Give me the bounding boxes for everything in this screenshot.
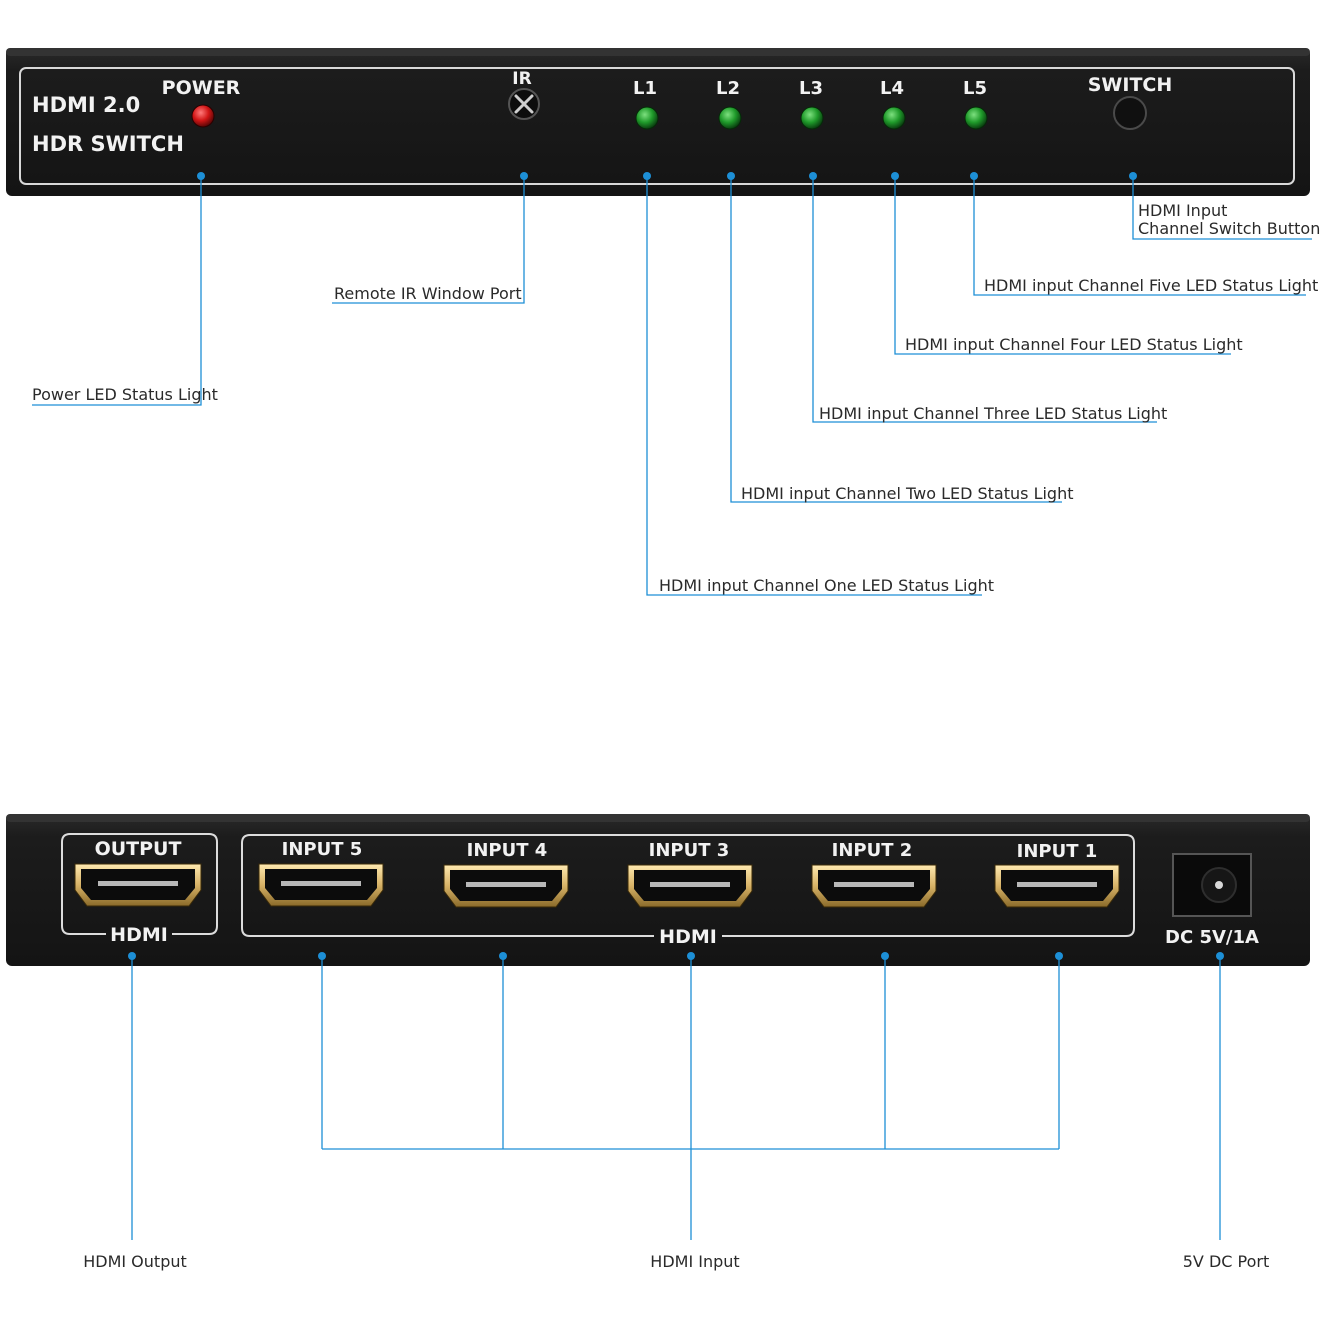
model-line1: HDMI 2.0	[32, 93, 140, 117]
callout-switch-line1: HDMI Input	[1138, 201, 1227, 220]
callout-switch-line2: Channel Switch Button	[1138, 219, 1320, 238]
switch-label: SWITCH	[1088, 74, 1173, 96]
front-panel-body	[6, 48, 1310, 196]
channel-led-l2	[718, 106, 742, 130]
output-hdmi-label: HDMI	[110, 924, 168, 946]
hdmi-input3-port[interactable]	[627, 864, 753, 908]
led-label-l3: L3	[799, 78, 823, 99]
led-label-l2: L2	[716, 78, 740, 99]
output-label: OUTPUT	[95, 838, 182, 860]
inputs-hdmi-label: HDMI	[659, 926, 717, 948]
channel-led-l5	[964, 106, 988, 130]
input5-label: INPUT 5	[282, 839, 363, 860]
hdmi-input2-port[interactable]	[811, 864, 937, 908]
channel-led-l3	[800, 106, 824, 130]
hdmi-output-port[interactable]	[74, 863, 202, 907]
input4-label: INPUT 4	[467, 840, 548, 861]
front-panel: HDMI 2.0 HDR SWITCH POWER IR L1 L2 L3 L4…	[6, 48, 1310, 196]
front-callout-leaders	[32, 172, 1312, 596]
power-label: POWER	[162, 77, 241, 99]
callout-channel-one: HDMI input Channel One LED Status Light	[659, 576, 994, 595]
front-panel-top-edge	[6, 48, 1310, 56]
output-frame	[61, 833, 218, 935]
rear-callout-leaders	[128, 952, 1224, 1240]
callout-dc-port: 5V DC Port	[1183, 1252, 1270, 1271]
inputs-frame	[241, 834, 1135, 937]
channel-led-l4	[882, 106, 906, 130]
led-label-l5: L5	[963, 78, 987, 99]
rear-panel: OUTPUT HDMI INPUT 5 INPUT 4 INPUT 3 INPU…	[6, 814, 1310, 966]
callout-ir-window: Remote IR Window Port	[334, 284, 522, 303]
callout-channel-two: HDMI input Channel Two LED Status Light	[741, 484, 1074, 503]
input1-label: INPUT 1	[1017, 841, 1098, 862]
input3-label: INPUT 3	[649, 840, 730, 861]
ir-label: IR	[512, 69, 531, 89]
rear-panel-top-edge	[6, 814, 1310, 822]
callout-hdmi-input: HDMI Input	[650, 1252, 739, 1271]
callout-power-led: Power LED Status Light	[32, 385, 218, 404]
channel-led-l1	[635, 106, 659, 130]
led-label-l4: L4	[880, 78, 904, 99]
input2-label: INPUT 2	[832, 840, 913, 861]
callout-channel-three: HDMI input Channel Three LED Status Ligh…	[819, 404, 1167, 423]
hdmi-input5-port[interactable]	[258, 863, 384, 907]
power-led	[191, 104, 215, 128]
led-label-l1: L1	[633, 78, 657, 99]
callout-channel-four: HDMI input Channel Four LED Status Light	[905, 335, 1243, 354]
ir-window-icon	[508, 88, 540, 120]
callout-hdmi-output: HDMI Output	[83, 1252, 187, 1271]
dc-power-jack[interactable]	[1172, 853, 1252, 917]
callout-channel-five: HDMI input Channel Five LED Status Light	[984, 276, 1318, 295]
hdmi-input4-port[interactable]	[443, 864, 569, 908]
model-line2: HDR SWITCH	[32, 132, 184, 156]
switch-button[interactable]	[1113, 96, 1147, 130]
hdmi-input1-port[interactable]	[994, 864, 1120, 908]
front-panel-frame	[19, 67, 1295, 185]
dc-label: DC 5V/1A	[1165, 927, 1259, 948]
